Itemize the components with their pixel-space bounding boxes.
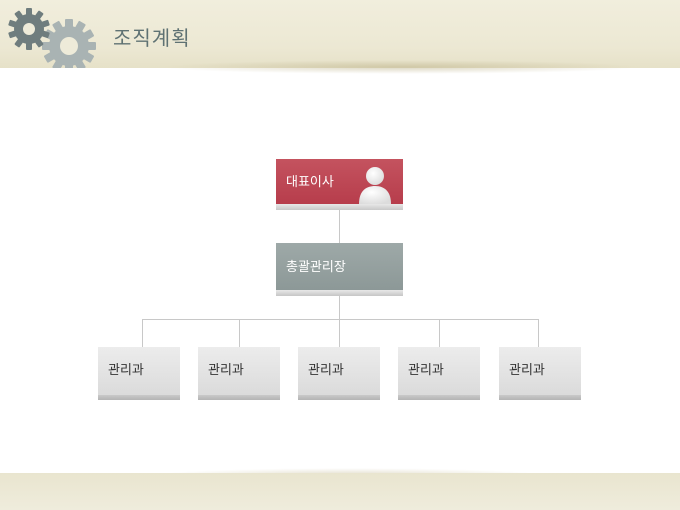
org-node-manager-label: 총괄관리장 [286, 260, 346, 275]
org-node-department-3: 관리과 [298, 347, 380, 400]
org-node-department-4: 관리과 [398, 347, 480, 400]
person-icon [359, 167, 391, 204]
org-node-manager: 총괄관리장 [276, 243, 403, 296]
org-node-department-5: 관리과 [499, 347, 581, 400]
org-node-base [398, 395, 480, 400]
org-node-department-label: 관리과 [108, 363, 144, 378]
org-node-base [298, 395, 380, 400]
footer-band [0, 473, 680, 510]
org-node-department-label: 관리과 [408, 363, 444, 378]
org-node-base [198, 395, 280, 400]
gears-icon [8, 8, 96, 68]
header-band [0, 0, 680, 68]
org-node-department-label: 관리과 [509, 363, 545, 378]
org-node-department-1: 관리과 [98, 347, 180, 400]
org-node-department-label: 관리과 [208, 363, 244, 378]
slide-title: 조직계획 [113, 26, 191, 50]
org-node-ceo-label: 대표이사 [286, 175, 334, 190]
org-node-department-label: 관리과 [308, 363, 344, 378]
org-node-base [276, 290, 403, 296]
org-node-base [276, 204, 403, 210]
org-node-base [98, 395, 180, 400]
header-shadow [160, 60, 640, 74]
org-node-base [499, 395, 581, 400]
org-node-department-2: 관리과 [198, 347, 280, 400]
